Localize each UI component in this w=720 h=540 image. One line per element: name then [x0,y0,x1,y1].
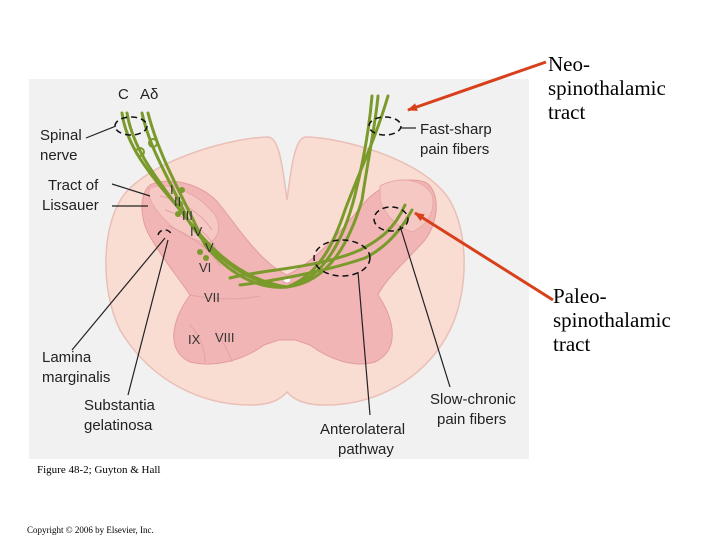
leader-lines [71,125,451,416]
paleo-line-3: tract [553,332,591,356]
c-fiber-2 [125,111,182,212]
lamina-vi: VI [199,260,211,275]
lissauer-label-1: Tract of [48,177,99,194]
lamina-vii: VII [204,290,220,305]
paleo-line-1: Paleo- [553,284,607,308]
anterolateral-label-2: pathway [338,441,394,458]
a-delta-label: Aδ [140,86,158,103]
ascending-fiber-3 [285,94,390,289]
slow-chronic-label-1: Slow-chronic [430,391,516,408]
lamina-marginalis-label-1: Lamina [42,349,92,366]
annotation-arrows [407,60,554,302]
spinal-nerve-label-2: nerve [40,147,78,164]
lissauer-bracket [157,229,173,237]
paleo-fiber-1 [228,203,407,280]
slow-chronic-oval [373,206,409,232]
neo-annotation: Neo- spinothalamic tract [548,52,666,124]
fiber-beads [135,138,158,157]
anterolateral-label-1: Anterolateral [320,421,405,438]
substantia-label-2: gelatinosa [84,417,153,434]
lamina-boundaries [159,195,261,363]
lamina-ii: II [174,194,181,209]
spinal-nerve-label-1: Spinal [40,127,82,144]
paleo-fiber-2 [238,208,414,287]
neo-line-1: Neo- [548,52,590,76]
substantia-label-1: Substantia [84,397,156,414]
c-fiber-label: C [118,86,129,103]
neo-line-2: spinothalamic [548,76,666,100]
neo-arrow [407,60,547,112]
lamina-i: I [170,182,174,197]
lissauer-label-2: Lissauer [42,197,99,214]
lamina-v: V [205,240,214,255]
spinal-nerve-oval [114,116,148,136]
figure-caption: Figure 48-2; Guyton & Hall [37,464,161,476]
paleo-annotation: Paleo- spinothalamic tract [553,284,671,356]
synapse-dots [175,187,209,261]
slow-chronic-label-2: pain fibers [437,411,506,428]
fast-sharp-label-2: pain fibers [420,141,489,158]
ascending-fiber-1 [285,94,380,289]
lamina-iv: IV [190,224,203,239]
fiber-tracts [120,94,414,289]
copyright-notice: Copyright © 2006 by Elsevier, Inc. [27,525,154,535]
anterolateral-oval [313,239,371,277]
dashed-regions [114,116,409,277]
neo-line-3: tract [548,100,586,124]
paleo-line-2: spinothalamic [553,308,671,332]
paleo-arrow [414,211,554,302]
fast-sharp-oval [368,116,402,136]
lamina-iii: III [182,208,193,223]
fast-sharp-label-1: Fast-sharp [420,121,492,138]
lamina-ix: IX [188,332,201,347]
lamina-marginalis-label-2: marginalis [42,369,110,386]
lamina-viii: VIII [215,330,235,345]
